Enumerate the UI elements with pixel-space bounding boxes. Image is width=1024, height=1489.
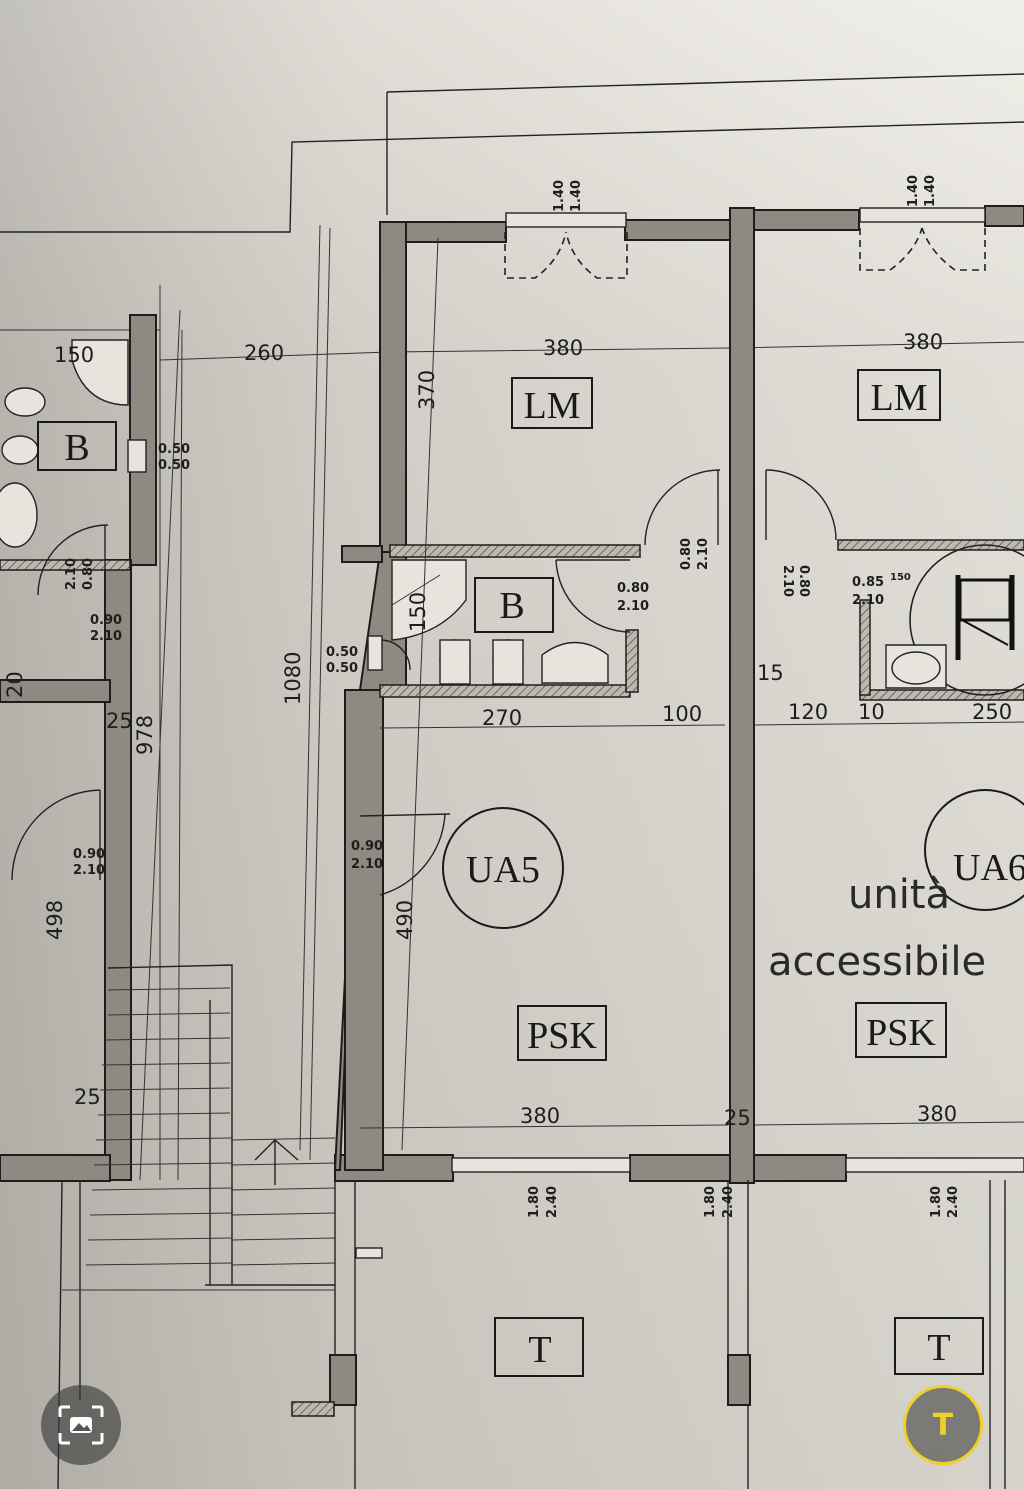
dim-370: 370 — [415, 370, 439, 410]
dim-120: 120 — [788, 700, 828, 724]
left-unit: B — [0, 314, 336, 1489]
opening-left-050-b: 0.50 — [158, 458, 190, 473]
opening-left-090-a: 0.90 — [90, 613, 122, 628]
room-tag-lm-right: LM — [871, 377, 928, 419]
dim-10: 10 — [858, 700, 885, 724]
dim-380-lm-left: 380 — [543, 336, 583, 360]
opening-door-080-b: 2.10 — [617, 599, 649, 614]
room-tag-ua6: UA6 — [953, 847, 1024, 889]
opening-door-080vr-a: 0.80 — [796, 565, 811, 597]
opening-win-top-left-a: 1.40 — [552, 180, 567, 212]
dim-20: 20 — [3, 671, 27, 698]
dim-15: 15 — [757, 661, 784, 685]
dim-25-a: 25 — [106, 709, 133, 733]
dim-270: 270 — [482, 706, 522, 730]
note-unita: unità — [848, 872, 950, 918]
opening-labels: 1.40 1.40 1.40 1.40 0.50 0.50 0.80 2.10 … — [64, 175, 961, 1218]
live-text-button[interactable]: T — [903, 1385, 983, 1465]
opening-door-085-a: 0.85 — [852, 575, 884, 590]
opening-win-bot-2-a: 1.80 — [703, 1186, 718, 1218]
opening-door-085-b: 2.10 — [852, 593, 884, 608]
opening-door-080vr-b: 2.10 — [780, 565, 795, 597]
dim-978: 978 — [133, 715, 157, 755]
room-tag-ua5: UA5 — [466, 849, 540, 891]
opening-win-bot-3-a: 1.80 — [929, 1186, 944, 1218]
room-tag-psk-left: PSK — [527, 1015, 597, 1057]
opening-win-bot-3-b: 2.40 — [946, 1186, 961, 1218]
room-tag-b-left: B — [64, 427, 89, 469]
opening-win-top-right-b: 1.40 — [923, 175, 938, 207]
room-tag-psk-right: PSK — [866, 1012, 936, 1054]
opening-left-050-a: 0.50 — [158, 442, 190, 457]
opening-win-bot-2-b: 2.40 — [721, 1186, 736, 1218]
dim-150-bath: 150 — [406, 592, 430, 632]
opening-door-080-a: 0.80 — [617, 581, 649, 596]
room-tag-t-left: T — [528, 1329, 551, 1371]
dim-25-b: 25 — [74, 1085, 101, 1109]
dim-498: 498 — [43, 900, 67, 940]
image-scan-icon — [58, 1405, 104, 1445]
room-tag-b-center: B — [499, 585, 524, 627]
opening-win-top-right-a: 1.40 — [906, 175, 921, 207]
dim-150-top: 150 — [54, 343, 94, 367]
dim-25-mid: 25 — [724, 1106, 751, 1130]
note-accessibile: accessibile — [768, 939, 986, 985]
opening-door-080v-a: 0.80 — [679, 538, 694, 570]
opening-vent-050-a: 0.50 — [326, 645, 358, 660]
dim-380-lm-right: 380 — [903, 330, 943, 354]
room-tag-lm-left: LM — [524, 385, 581, 427]
opening-left-090b-a: 0.90 — [73, 847, 105, 862]
opening-win-bot-1-a: 1.80 — [527, 1186, 542, 1218]
visual-lookup-button[interactable] — [41, 1385, 121, 1465]
wheelchair-icon — [955, 575, 1015, 660]
dim-260: 260 — [244, 341, 284, 365]
dimension-labels: 150 260 380 380 370 1080 978 498 150 270… — [3, 330, 1012, 1130]
outer-boundary-lines — [0, 73, 1024, 1181]
opening-left-090-b: 2.10 — [90, 629, 122, 644]
ua6-unit: LM UA6 unità accessibile PSK T — [753, 205, 1024, 1489]
opening-win-bot-1-b: 2.40 — [545, 1186, 560, 1218]
dim-380-psk-right: 380 — [917, 1102, 957, 1126]
opening-door-ua5-b: 2.10 — [351, 857, 383, 872]
opening-win-top-left-b: 1.40 — [569, 180, 584, 212]
opening-vent-050-b: 0.50 — [326, 661, 358, 676]
opening-door-080v-b: 2.10 — [696, 538, 711, 570]
opening-left-080-b: 2.10 — [64, 558, 79, 590]
dim-1080: 1080 — [281, 652, 305, 705]
ua5-unit: LM B UA5 PSK — [291, 207, 755, 1489]
dim-490: 490 — [393, 900, 417, 940]
dim-250: 250 — [972, 700, 1012, 724]
opening-door-085-sup: 150 — [890, 572, 911, 583]
opening-left-080-a: 0.80 — [81, 558, 96, 590]
room-tag-t-right: T — [927, 1327, 950, 1369]
dim-380-psk-left: 380 — [520, 1104, 560, 1128]
text-scan-icon: T — [932, 1407, 954, 1443]
opening-left-090b-b: 2.10 — [73, 863, 105, 878]
dim-100: 100 — [662, 702, 702, 726]
opening-door-ua5-a: 0.90 — [351, 839, 383, 854]
